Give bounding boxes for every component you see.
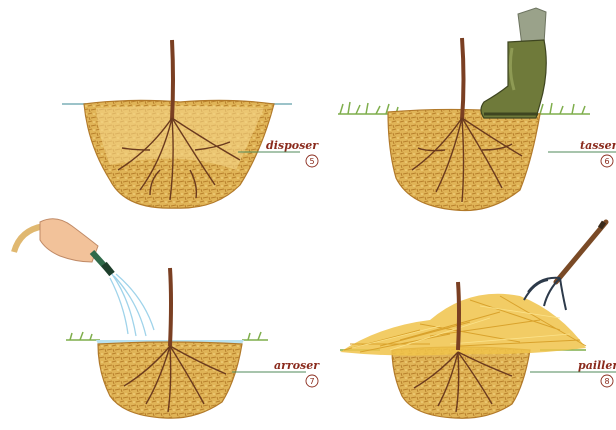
step-label-disposer: disposer	[266, 139, 319, 152]
step-number-5: 5	[309, 157, 314, 166]
tree-stem	[170, 268, 171, 346]
step-number-7: 7	[309, 377, 314, 386]
grass	[66, 332, 268, 340]
step-label-pailler: pailler	[578, 359, 616, 372]
pitchfork-icon	[524, 222, 606, 310]
tree-stem	[458, 282, 459, 350]
boot-icon	[481, 8, 546, 118]
step-number-6: 6	[604, 157, 609, 166]
panel-arroser: arroser 7	[14, 219, 320, 418]
step-label-arroser: arroser	[274, 359, 320, 372]
panel-pailler: pailler 8	[340, 222, 616, 418]
hose-icon	[14, 219, 112, 274]
step-number-8: 8	[604, 377, 609, 386]
step-label-tasser: tasser	[580, 139, 616, 152]
panel-tasser: tasser 6	[338, 8, 616, 211]
tree-stem	[172, 40, 173, 120]
water-spray	[110, 274, 154, 336]
panel-disposer: disposer 5	[62, 40, 319, 208]
mulched-soil	[392, 347, 530, 418]
tree-stem	[462, 38, 464, 120]
